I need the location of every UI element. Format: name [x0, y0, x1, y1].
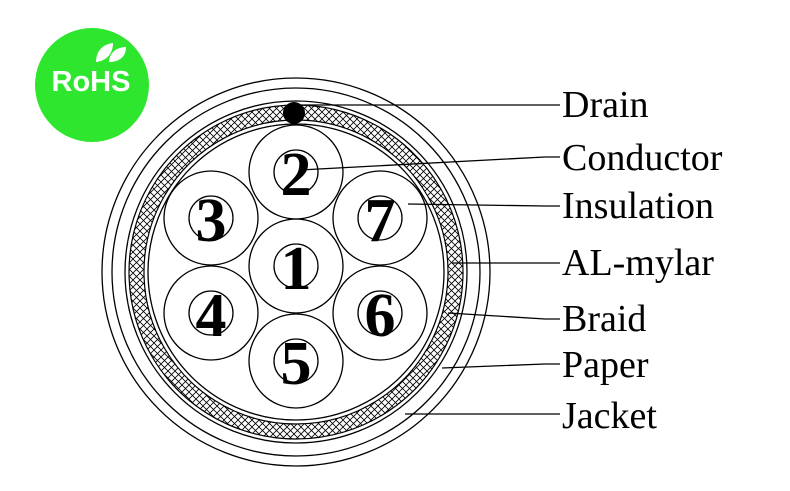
core-7-conductor [357, 195, 403, 241]
core-2-conductor [273, 149, 319, 195]
core-4: 4 [163, 265, 259, 361]
core-4-conductor [188, 290, 234, 336]
core-3: 3 [163, 170, 259, 266]
leader-line-insulation [407, 203, 560, 207]
core-6-insulation [332, 265, 428, 361]
core-4-number: 4 [196, 282, 227, 350]
rohs-text: RoHS [52, 66, 131, 98]
leader-line-paper [441, 363, 560, 369]
label-conductor: Conductor [562, 137, 723, 179]
jacket-ring [101, 77, 491, 467]
core-3-conductor [188, 195, 234, 241]
label-braid: Braid [562, 298, 646, 340]
label-jacket: Jacket [562, 395, 657, 437]
core-2-number: 2 [281, 141, 312, 209]
drain-wire [283, 102, 305, 124]
al-mylar-ring [147, 123, 445, 421]
core-7: 7 [332, 170, 428, 266]
rohs-logo: RoHS [35, 28, 149, 142]
leader-lines [299, 104, 560, 415]
core-6-conductor [357, 290, 403, 336]
core-5: 5 [248, 313, 344, 409]
core-5-number: 5 [281, 330, 312, 398]
core-6: 6 [332, 265, 428, 361]
core-5-conductor [273, 338, 319, 384]
core-7-insulation [332, 170, 428, 266]
jacket-inner-ring [111, 87, 481, 457]
core-3-number: 3 [196, 187, 227, 255]
leader-line-conductor [299, 156, 560, 171]
core-2-insulation [248, 124, 344, 220]
core-7-number: 7 [365, 187, 396, 255]
core-1-conductor [273, 243, 319, 289]
paper-ring [124, 100, 468, 444]
core-4-insulation [163, 265, 259, 361]
core-3-insulation [163, 170, 259, 266]
core-6-number: 6 [365, 282, 396, 350]
core-5-insulation [248, 313, 344, 409]
leader-line-braid [447, 312, 560, 320]
label-drain: Drain [562, 84, 649, 126]
core-2: 2 [248, 124, 344, 220]
label-al-mylar: AL-mylar [562, 242, 714, 284]
label-insulation: Insulation [562, 185, 714, 227]
core-1: 1 [248, 218, 344, 314]
braid-ring [128, 104, 464, 440]
leaf-icon [96, 43, 126, 62]
core-1-number: 1 [281, 235, 312, 303]
label-paper: Paper [562, 344, 649, 386]
